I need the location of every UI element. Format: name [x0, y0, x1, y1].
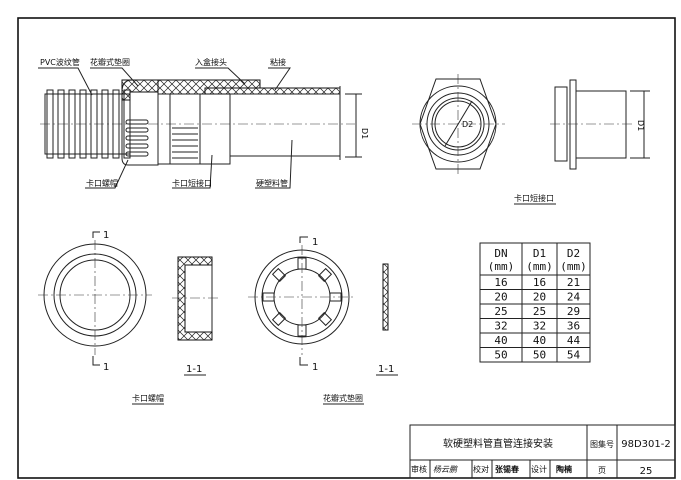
table-cell: 29 — [567, 305, 580, 318]
table-cell: 50 — [533, 349, 546, 362]
table-header: D1 — [533, 247, 546, 260]
label-bayonet-short-joint: 卡口短接口 — [172, 178, 212, 188]
table-cell: 20 — [494, 291, 507, 304]
dimension-d1 — [345, 93, 362, 158]
check-label: 校对 — [473, 464, 489, 474]
washer-section-mark-top: 1 — [312, 237, 318, 248]
design-label: 设计 — [531, 464, 547, 474]
table-cell: 32 — [533, 320, 546, 333]
table-cell: 40 — [494, 334, 507, 347]
table-header: DN — [494, 247, 507, 260]
table-cell: 21 — [567, 276, 580, 289]
hard-plastic-pipe — [204, 86, 341, 160]
d1-label: D1 — [360, 128, 369, 139]
label-bayonet-nut: 卡口螺帽 — [86, 178, 118, 188]
check-signature: 张锡春 — [495, 464, 519, 474]
washer-section-label: 1-1 — [378, 364, 394, 375]
label-hard-pipe: 硬塑料管 — [256, 178, 288, 188]
review-signature: 杨云鹏 — [433, 465, 458, 474]
label-bonding: 粘接 — [270, 57, 286, 67]
washer-drawing: 1 1 1-1 花瓣式垫圈 — [248, 236, 398, 405]
table-header-unit: (mm) — [560, 260, 587, 273]
design-signature: 陶楠 — [556, 464, 572, 474]
table-cell: 16 — [533, 276, 546, 289]
sheet-border — [17, 17, 676, 479]
table-header-unit: (mm) — [488, 260, 515, 273]
atlas-label: 图集号 — [590, 439, 614, 449]
bayonet-nut — [121, 79, 159, 166]
table-cell: 32 — [494, 320, 507, 333]
table-cell: 54 — [567, 349, 581, 362]
nut-title: 卡口螺帽 — [132, 393, 164, 403]
page-label: 页 — [598, 466, 606, 475]
table-header: D2 — [567, 247, 580, 260]
table-cell: 16 — [494, 276, 507, 289]
d2-label: D2 — [462, 120, 473, 129]
d1-label-joint: D1 — [636, 120, 645, 131]
title-block: 软硬塑料管直管连接安装 图集号 98D301-2 审核 杨云鹏 校对 张锡春 设… — [409, 424, 676, 479]
nut-section-label: 1-1 — [186, 364, 202, 375]
table-cell: 40 — [533, 334, 546, 347]
short-joint-title: 卡口短接口 — [514, 193, 554, 203]
nut-drawing: 1 1 1-1 卡口螺帽 — [38, 230, 218, 405]
label-box-connector: 入盒接头 — [195, 57, 227, 67]
table-cell: 25 — [494, 305, 507, 318]
atlas-number: 98D301-2 — [621, 439, 670, 450]
assembly-drawing: D1 PVC波纹管 花瓣式垫圈 入盒接头 粘接 卡口螺帽 卡口短接口 硬塑料管 — [38, 57, 369, 189]
section-mark-top: 1 — [103, 230, 109, 241]
table-header-unit: (mm) — [526, 260, 553, 273]
label-pvc-tube: PVC波纹管 — [40, 57, 80, 67]
table-cell: 20 — [533, 291, 546, 304]
review-label: 审核 — [411, 464, 427, 474]
washer-section-mark-bottom: 1 — [312, 362, 318, 373]
label-petal-washer: 花瓣式垫圈 — [90, 57, 130, 67]
page-number: 25 — [640, 466, 653, 477]
table-cell: 44 — [567, 334, 581, 347]
section-mark-bottom: 1 — [103, 362, 109, 373]
short-joint-drawing: D2 D1 卡口短接口 — [412, 74, 650, 205]
box-connector — [157, 79, 261, 165]
table-cell: 50 — [494, 349, 507, 362]
drawing-title: 软硬塑料管直管连接安装 — [443, 437, 553, 450]
table-cell: 25 — [533, 305, 546, 318]
table-cell: 24 — [567, 291, 581, 304]
table-cell: 36 — [567, 320, 580, 333]
washer-title: 花瓣式垫圈 — [323, 393, 363, 403]
